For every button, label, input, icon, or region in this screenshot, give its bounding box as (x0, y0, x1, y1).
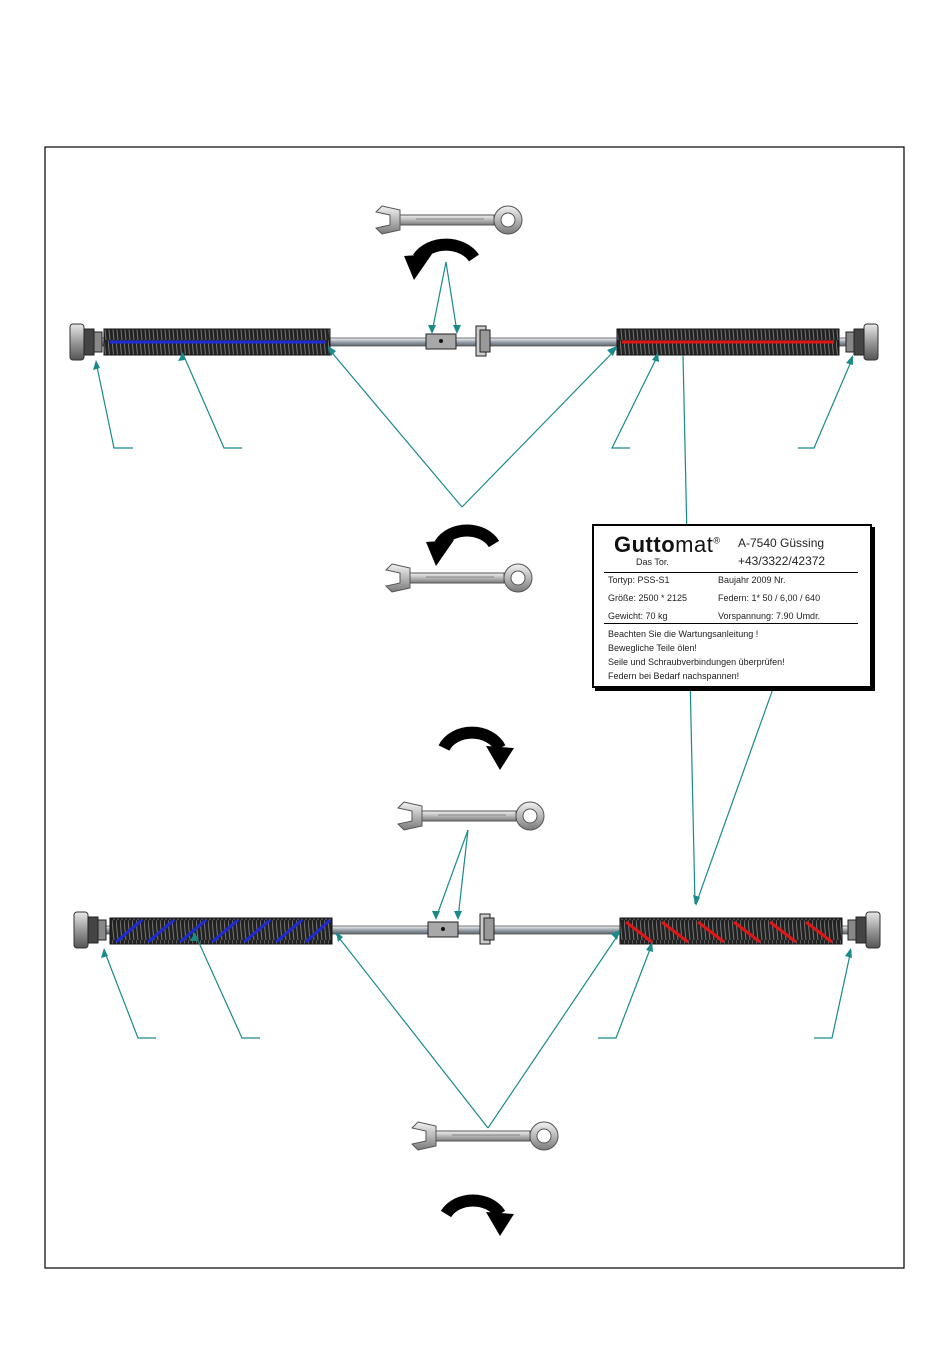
lower-assembly (74, 630, 880, 1128)
wrench-icon (398, 802, 544, 830)
divider (604, 623, 858, 624)
row-gewicht: Gewicht: 70 kg (608, 611, 668, 621)
row-baujahr: Baujahr 2009 Nr. (718, 575, 786, 585)
rotation-arrow-icon (444, 733, 514, 770)
phone: +43/3322/42372 (738, 554, 825, 568)
divider (604, 572, 858, 573)
address: A-7540 Güssing (738, 536, 824, 550)
note-2: Bewegliche Teile ölen! (608, 643, 697, 653)
row-tortyp: Tortyp: PSS-S1 (608, 575, 670, 585)
nameplate: Guttomat® Das Tor. A-7540 Güssing +43/33… (592, 524, 872, 688)
note-1: Beachten Sie die Wartungsanleitung ! (608, 629, 758, 639)
note-4: Federn bei Bedarf nachspannen! (608, 671, 739, 681)
wrench-icon (386, 564, 532, 592)
rotation-arrow-icon (426, 530, 494, 566)
lower-left-drum (74, 912, 106, 948)
wrench-icon (412, 1122, 558, 1150)
lower-right-drum (848, 912, 880, 948)
upper-right-drum (846, 324, 878, 360)
row-vorspannung: Vorspannung: 7.90 Umdr. (718, 611, 820, 621)
upper-left-drum (70, 324, 102, 360)
rotation-arrow-icon (446, 1200, 514, 1236)
brand-logo: Guttomat® (614, 532, 720, 558)
frame (45, 147, 904, 1268)
brand-tagline: Das Tor. (636, 557, 669, 567)
note-3: Seile und Schraubverbindungen überprüfen… (608, 657, 785, 667)
row-groesse: Größe: 2500 * 2125 (608, 593, 687, 603)
wrench-icon (376, 206, 522, 234)
lower-leader-lines (104, 630, 851, 1128)
rotation-arrow-icon (404, 245, 474, 280)
row-federn: Federn: 1* 50 / 6,00 / 640 (718, 593, 820, 603)
lower-right-spring (620, 918, 842, 944)
